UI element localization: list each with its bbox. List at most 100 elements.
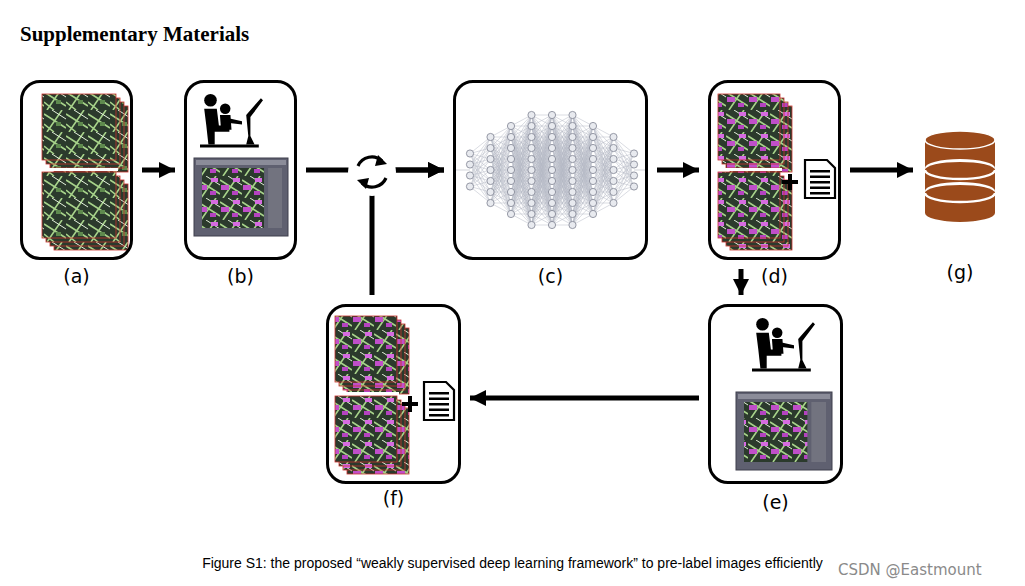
network-link [511, 115, 532, 214]
file-line [810, 181, 830, 184]
node-letter: (b) [167, 265, 314, 287]
node-letter: (c) [436, 265, 665, 287]
network-neuron [610, 199, 617, 206]
person-head [756, 318, 769, 331]
network-link [552, 192, 573, 225]
network-link [634, 170, 646, 171]
flow-arrow [470, 396, 699, 401]
network-link [573, 126, 594, 225]
image-stack [331, 312, 409, 394]
network-link [511, 181, 532, 214]
network-neuron [548, 210, 555, 217]
network-neuron [487, 155, 494, 162]
image-set-box: (a) [20, 80, 133, 260]
flow-arrow [142, 168, 175, 173]
network-neuron [589, 133, 596, 140]
network-neuron [630, 172, 637, 179]
network-neuron [548, 133, 555, 140]
plus-symbol [782, 174, 798, 190]
network-neuron [528, 111, 535, 118]
network-neuron [630, 161, 637, 168]
network-neuron [548, 199, 555, 206]
node-letter: (d) [691, 265, 858, 287]
network-neuron [466, 172, 473, 179]
network-link [552, 115, 573, 214]
node-letter: (g) [902, 261, 1018, 283]
file-line [429, 392, 449, 395]
network-box: (c) [453, 80, 648, 260]
network-neuron [569, 210, 576, 217]
network-neuron [466, 183, 473, 190]
network-link [573, 192, 594, 225]
tile-gap [331, 392, 399, 395]
network-neuron [569, 199, 576, 206]
window-image [202, 168, 264, 228]
file-line [810, 170, 830, 173]
network-neuron [528, 166, 535, 173]
network-link [491, 148, 512, 203]
window-frame [736, 392, 832, 470]
network-neuron [610, 155, 617, 162]
node-letter: (f) [309, 487, 478, 509]
network-link [455, 170, 470, 171]
network-neuron [569, 144, 576, 151]
plus-bar [408, 396, 412, 412]
file-outline [805, 160, 835, 198]
window-bar [738, 394, 830, 399]
file-line [429, 403, 449, 406]
cycle-backdrop [348, 148, 396, 196]
network-neuron [507, 199, 514, 206]
network-neuron [487, 144, 494, 151]
network-link [511, 126, 532, 225]
image-tile [42, 94, 116, 160]
database-top [925, 131, 995, 149]
file-line [810, 192, 830, 195]
network-neuron [630, 150, 637, 157]
image-stack [38, 90, 128, 172]
network-neuron [589, 166, 596, 173]
network-link [532, 115, 553, 214]
network-neuron [507, 155, 514, 162]
database-node: (g) [922, 135, 998, 220]
network-link [573, 126, 594, 181]
flow-arrow [850, 168, 913, 173]
network-neuron [548, 122, 555, 129]
database-gap [925, 170, 995, 202]
operator-icon [752, 318, 815, 372]
network-neuron [507, 188, 514, 195]
image-tile [335, 316, 397, 382]
cycle-head [375, 155, 387, 166]
tool-screenshot [736, 392, 832, 470]
network-neuron [528, 144, 535, 151]
flow-arrow [739, 269, 744, 295]
network-link [552, 170, 573, 225]
network-link [552, 170, 573, 225]
network-link [532, 126, 553, 225]
image-tile [42, 172, 116, 238]
network-link [593, 181, 614, 214]
network-link [552, 115, 573, 170]
network-neuron [528, 210, 535, 217]
window-panel [811, 402, 826, 462]
cycle-head [357, 178, 369, 189]
database-icon [925, 131, 995, 222]
network-link [532, 115, 553, 214]
network-link [491, 159, 512, 214]
network-neuron [589, 155, 596, 162]
file-line [429, 398, 449, 401]
network-neuron [589, 122, 596, 129]
tool-screenshot [194, 158, 288, 236]
network-link [573, 115, 594, 170]
network-neuron [548, 155, 555, 162]
network-neuron [548, 188, 555, 195]
monitor [798, 322, 815, 368]
network-link [573, 170, 594, 225]
plus-bar [788, 174, 792, 190]
person-head [772, 327, 783, 338]
network-link [552, 115, 573, 214]
network-neuron [507, 144, 514, 151]
network-neuron [589, 199, 596, 206]
network-neuron [548, 144, 555, 151]
network-neuron [466, 161, 473, 168]
network-link [491, 126, 512, 181]
